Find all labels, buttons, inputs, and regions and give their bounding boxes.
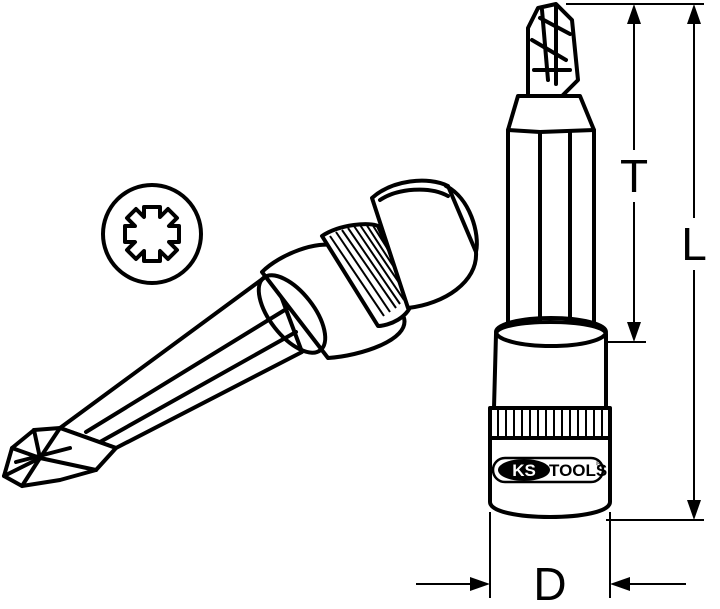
logo-registered-mark: ®: [596, 460, 602, 468]
brand-logo: KS TOOLS ®: [491, 456, 607, 484]
arrowhead-icon: [627, 322, 641, 342]
angled-bit-socket: [2, 178, 479, 488]
logo-tools-text: TOOLS: [549, 461, 607, 480]
upright-bit-socket: [488, 2, 612, 519]
dimension-label-T: T: [620, 150, 648, 202]
arrowhead-icon: [470, 577, 490, 591]
arrowhead-icon: [687, 500, 701, 520]
arrowhead-icon: [627, 4, 641, 24]
pozidriv-profile-icon: [101, 183, 203, 285]
logo-ks-text: KS: [512, 461, 536, 480]
dimension-label-L: L: [681, 218, 707, 270]
dimension-label-D: D: [533, 558, 566, 609]
arrowhead-icon: [687, 4, 701, 24]
arrowhead-icon: [610, 577, 630, 591]
